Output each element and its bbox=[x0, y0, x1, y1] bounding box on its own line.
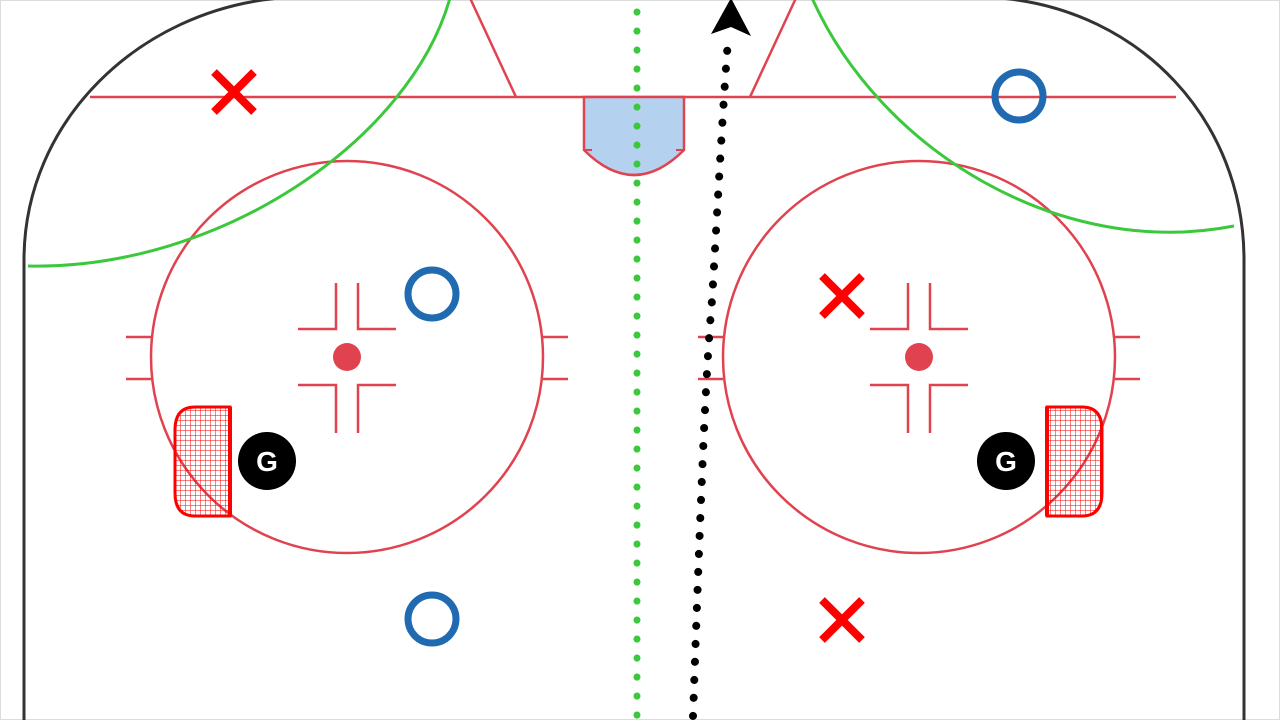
faceoff-circle-left-ring bbox=[149, 159, 545, 555]
faceoff-l-mark bbox=[356, 383, 396, 433]
trapezoid-line-right bbox=[748, 0, 797, 98]
cross-icon bbox=[211, 69, 257, 115]
trapezoid-line-left bbox=[469, 0, 518, 98]
faceoff-l-mark bbox=[928, 383, 968, 433]
goalie-left-label: G bbox=[256, 446, 278, 477]
faceoff-dot-right bbox=[905, 343, 933, 371]
hockey-net-right bbox=[1045, 405, 1104, 518]
hockey-net-left bbox=[173, 405, 232, 518]
faceoff-circle-right-ring bbox=[721, 159, 1117, 555]
rink-boards bbox=[22, 0, 1246, 720]
cross-icon bbox=[819, 597, 865, 643]
cross-left-top-b bbox=[211, 69, 257, 115]
circle-icon bbox=[404, 266, 460, 322]
green-zone-arc-right bbox=[811, 0, 1235, 234]
goalie-icon: G bbox=[238, 432, 296, 490]
goalie-right-badge bbox=[977, 432, 1035, 490]
arrowhead-icon bbox=[711, 0, 751, 36]
faceoff-l-mark bbox=[356, 283, 396, 331]
faceoff-l-mark bbox=[870, 383, 910, 433]
faceoff-l-mark bbox=[870, 283, 910, 331]
goalie-right-label: G bbox=[995, 446, 1017, 477]
faceoff-dot-left bbox=[333, 343, 361, 371]
goalie-left-badge bbox=[238, 432, 296, 490]
faceoff-circle-right bbox=[698, 159, 1140, 555]
circle-icon bbox=[404, 591, 460, 647]
cross-right-mid-b bbox=[819, 273, 865, 319]
skating-path-dotted bbox=[689, 36, 732, 720]
green-zone-arc-left bbox=[27, 0, 451, 268]
cross-icon bbox=[819, 273, 865, 319]
faceoff-circle-left bbox=[126, 159, 568, 555]
circle-icon bbox=[991, 68, 1047, 124]
hockey-net-icon bbox=[173, 405, 232, 518]
hockey-net-icon bbox=[1045, 405, 1104, 518]
faceoff-l-mark bbox=[298, 383, 338, 433]
faceoff-l-mark bbox=[928, 283, 968, 331]
goalie-icon: G bbox=[977, 432, 1035, 490]
cross-right-bottom-b bbox=[819, 597, 865, 643]
faceoff-l-mark bbox=[298, 283, 338, 331]
